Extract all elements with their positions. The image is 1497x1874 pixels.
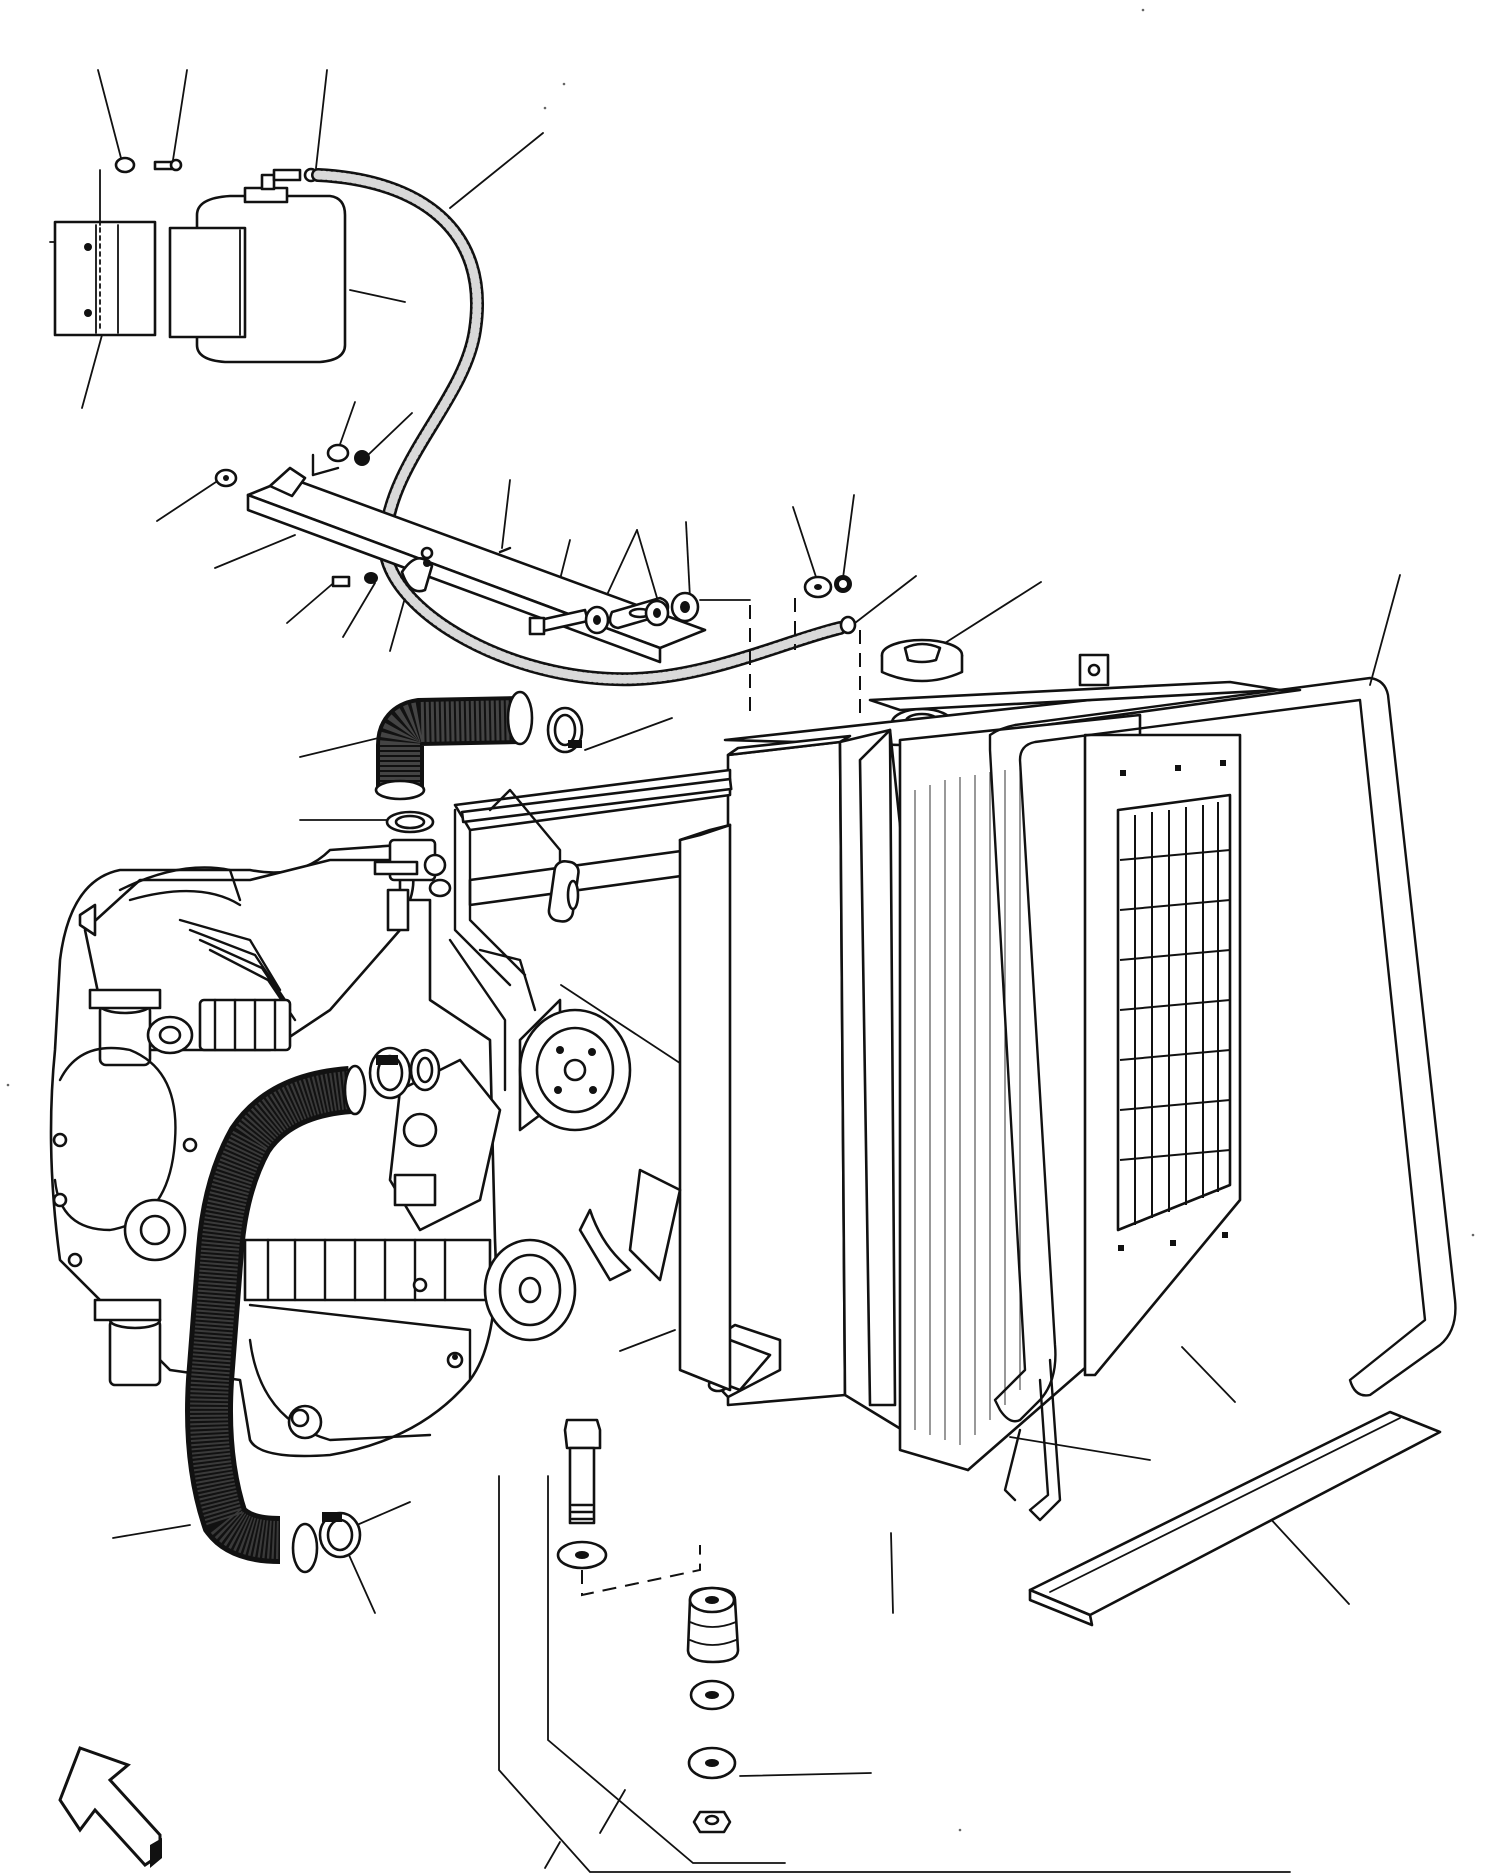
expansion-tank <box>168 167 347 364</box>
lower-hose <box>185 1046 441 1574</box>
upper-hose <box>374 690 584 834</box>
grille-screen <box>1083 733 1242 1377</box>
scan-specks <box>6 8 1475 1832</box>
engine <box>49 838 577 1458</box>
mount-bolt <box>556 1418 701 1597</box>
direction-arrow-icon <box>58 1746 162 1868</box>
bottom-seal-strip <box>1028 1410 1442 1627</box>
rubber-isolator <box>686 1586 740 1664</box>
mounting-bar <box>214 443 707 664</box>
washers-and-nut <box>687 1679 737 1834</box>
radiator-core <box>686 653 1302 1472</box>
fan-shroud <box>453 768 733 1392</box>
tank-bracket <box>53 156 183 337</box>
hose-fasteners <box>699 575 861 720</box>
front-guard-frame <box>988 676 1457 1522</box>
fan-pulley <box>448 938 682 1282</box>
